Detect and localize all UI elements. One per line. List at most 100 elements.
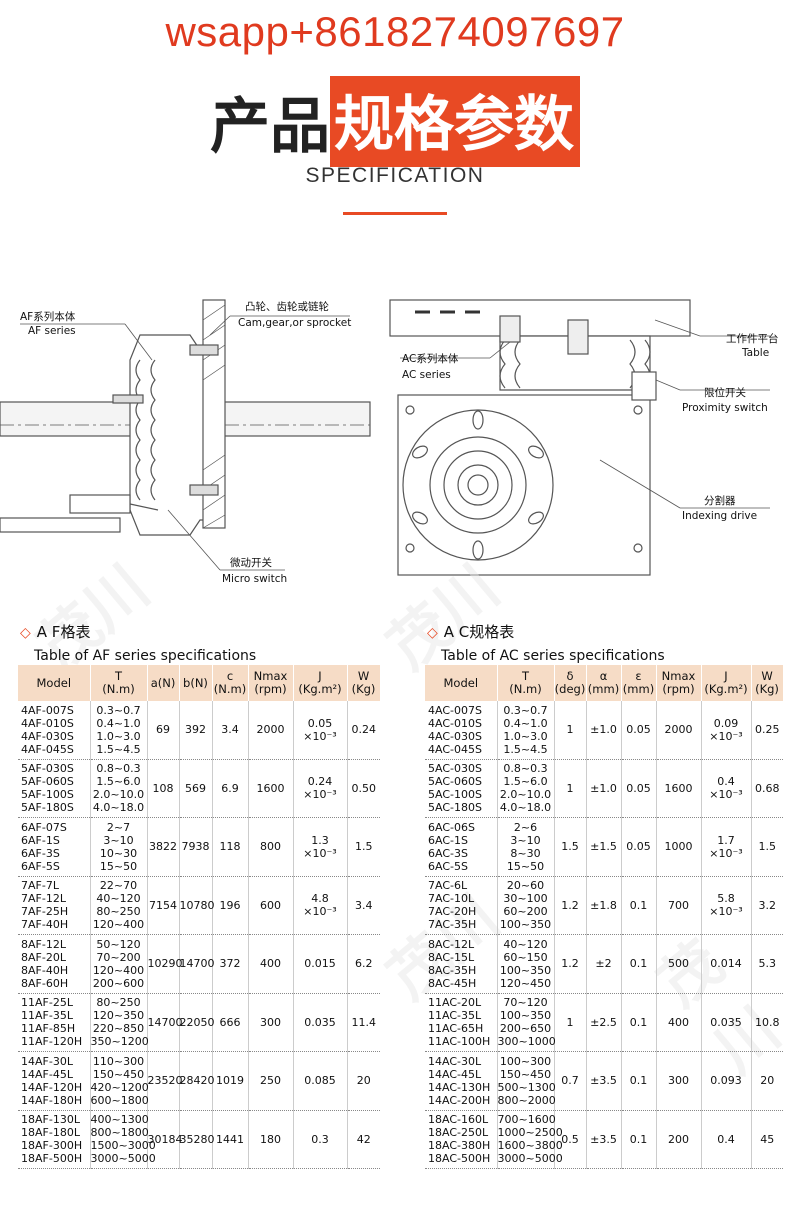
ac-cell-line: 6AC-5S xyxy=(428,859,468,873)
ac-col-header-line: (rpm) xyxy=(662,682,695,696)
ac-cell-line: 0.4 xyxy=(717,1132,735,1146)
ac-cell-line: 500~1300 xyxy=(497,1080,556,1094)
ac-cell-line: 7AC-20H xyxy=(428,905,477,919)
af-cell-nmax: 2000 xyxy=(247,701,293,760)
af-heading-cn: A F格表 xyxy=(36,623,91,641)
af-cell-nmax: 180 xyxy=(247,1110,293,1169)
af-col-header: c(N.m) xyxy=(212,665,249,701)
af-cell-line: ×10⁻³ xyxy=(303,846,337,860)
ac-col-header-line: Nmax xyxy=(661,669,696,683)
af-cell-line: 40~120 xyxy=(96,892,141,906)
ac-cell-al: ±1.8 xyxy=(585,876,621,935)
diagram-svg: AF系列本体 AF series 凸轮、齿轮或链轮 Cam,gear,or sp… xyxy=(0,299,779,585)
ac-cell-e: 0.05 xyxy=(620,759,656,818)
ac-cell-w: 45 xyxy=(750,1110,783,1169)
af-col-header: a(N) xyxy=(147,665,180,701)
ac-cell-al: ±3.5 xyxy=(585,1110,621,1169)
af-cell-nmax: 1600 xyxy=(247,759,293,818)
ac-cell-line: 6AC-3S xyxy=(428,846,468,860)
af-cell-b: 28420 xyxy=(178,1051,215,1111)
ac-cell-line: 11AC-20L xyxy=(428,996,482,1010)
af-cell-c: 666 xyxy=(211,993,248,1052)
af-cell-line: 600~1800 xyxy=(90,1093,149,1107)
af-cell-line: 8AF-12L xyxy=(21,937,66,951)
af-col-header-line: (N.m) xyxy=(102,682,135,696)
ac-cell-line: 5AC-100S xyxy=(428,788,482,802)
af-cell-line: 7AF-7L xyxy=(21,879,59,893)
af-cell-j: 0.24×10⁻³ xyxy=(292,759,347,818)
ac-cell-e: 0.05 xyxy=(620,701,656,760)
ac-col-header-line: Model xyxy=(443,675,479,690)
af-cell-line: 420~1200 xyxy=(90,1080,149,1094)
ac-cell-line: 7AC-6L xyxy=(428,879,468,893)
ac-cell-line: 11AC-65H xyxy=(428,1022,484,1036)
ac-cell-line: 0.3~0.7 xyxy=(503,703,548,717)
ac-col-header-line: (Kg) xyxy=(755,682,779,696)
af-cell-line: 6AF-07S xyxy=(21,820,67,834)
diamond-icon: ◇ xyxy=(427,625,438,641)
af-cell-line: 18AF-130L xyxy=(21,1113,80,1127)
af-col-header: Model xyxy=(18,665,91,701)
ac-cell-line: 0.035 xyxy=(710,1015,742,1029)
label-micro-en: Micro switch xyxy=(222,573,287,585)
af-cell-line: 0.035 xyxy=(304,1015,336,1029)
technical-diagrams: AF系列本体 AF series 凸轮、齿轮或链轮 Cam,gear,or sp… xyxy=(0,280,790,590)
ac-cell-j: 0.093 xyxy=(700,1051,751,1111)
af-cell-j: 0.3 xyxy=(292,1110,347,1169)
label-prox-en: Proximity switch xyxy=(682,402,768,414)
af-cell-line: 1.3 xyxy=(311,833,329,847)
ac-cell-line: 8AC-35H xyxy=(428,963,477,977)
ac-cell-line: 18AC-500H xyxy=(428,1152,491,1166)
ac-col-header: J(Kg.m²) xyxy=(701,665,752,701)
af-cell-line: 350~1200 xyxy=(90,1035,149,1049)
ac-cell-w: 0.68 xyxy=(750,759,783,818)
af-col-header: Nmax(rpm) xyxy=(248,665,294,701)
af-cell-line: 220~850 xyxy=(92,1022,145,1036)
ac-cell-line: 6AC-06S xyxy=(428,820,475,834)
af-cell-line: 0.24 xyxy=(307,775,333,789)
ac-cell-line: 200~650 xyxy=(499,1022,552,1036)
ac-col-header: δ(deg) xyxy=(554,665,587,701)
label-af-series-en: AF series xyxy=(28,325,76,337)
af-cell-line: 14AF-120H xyxy=(21,1080,83,1094)
af-cell-line: 0.3~0.7 xyxy=(96,703,141,717)
af-cell-line: 3000~5000 xyxy=(90,1152,156,1166)
ac-cell-line: 4AC-007S xyxy=(428,703,482,717)
ac-cell-line: 0.09 xyxy=(713,716,739,730)
ac-cell-d: 1 xyxy=(553,759,586,818)
af-cell-line: 80~250 xyxy=(96,905,141,919)
ac-cell-line: 15~50 xyxy=(506,859,545,873)
ac-col-header: Model xyxy=(425,665,498,701)
ac-cell-line: 300~1000 xyxy=(497,1035,556,1049)
ac-cell-d: 1.5 xyxy=(553,817,586,877)
ac-cell-line: 1.0~3.0 xyxy=(503,729,548,743)
af-cell-b: 35280 xyxy=(178,1110,215,1169)
ac-cell-line: 14AC-30L xyxy=(428,1054,482,1068)
ac-cell-line: 0.4 xyxy=(717,775,735,789)
ac-cell-line: 18AC-160L xyxy=(428,1113,489,1127)
af-cell-nmax: 600 xyxy=(247,876,293,935)
ac-cell-line: 120~450 xyxy=(499,976,552,990)
label-table-cn: 工作件平台 xyxy=(726,332,779,345)
title-underline xyxy=(343,212,447,215)
af-cell-a: 23520 xyxy=(146,1051,183,1111)
ac-table-platform xyxy=(389,299,691,337)
af-cell-a: 10290 xyxy=(146,934,183,994)
label-index-cn: 分割器 xyxy=(704,494,736,507)
ac-cell-al: ±3.5 xyxy=(585,1051,621,1111)
